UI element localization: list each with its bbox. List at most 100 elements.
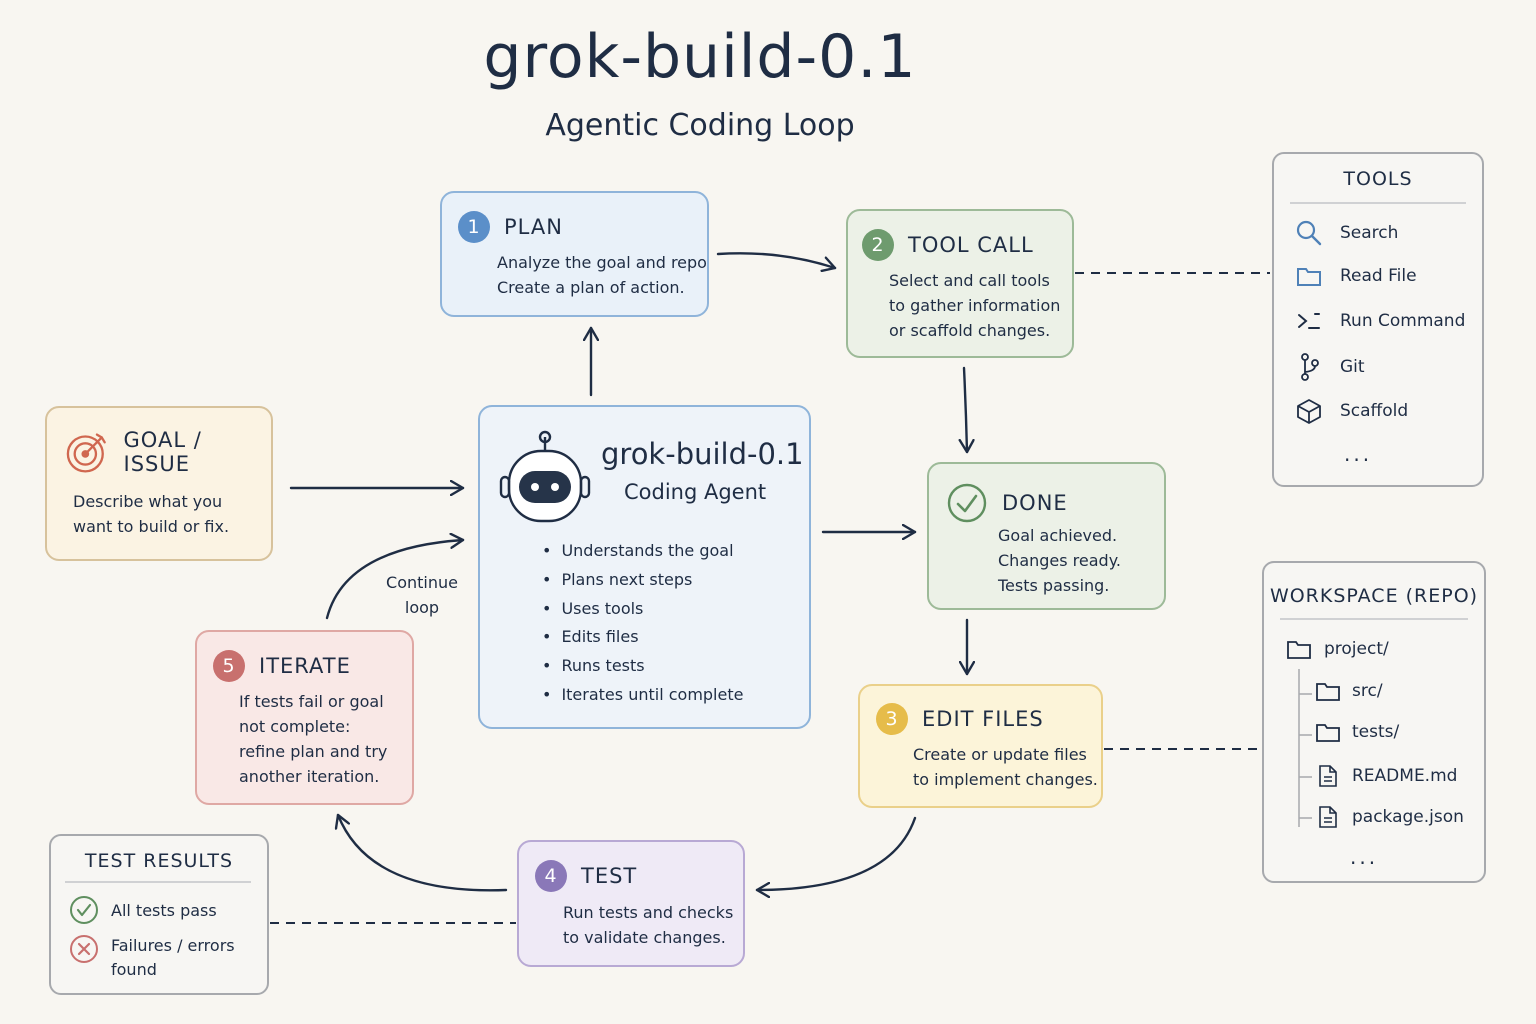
divider (65, 881, 251, 883)
divider (1290, 202, 1466, 204)
check-circle-icon (70, 896, 98, 924)
workspace-item-tests: tests/ (1316, 722, 1399, 742)
tool-item-label: Read File (1340, 266, 1417, 286)
tool-item-label: Search (1340, 223, 1399, 243)
folder-icon (1287, 641, 1311, 659)
arrow-edit-files-to-test (755, 816, 917, 890)
step-tool-call-description: Select and call tools to gather informat… (889, 271, 1061, 340)
step-test-box: 4 TEST Run tests and checks to validate … (517, 840, 745, 967)
goal-issue-box: GOAL / ISSUE Describe what you want to b… (45, 406, 273, 561)
tool-item-read-file: Read File (1296, 264, 1417, 288)
diagram-subtitle: Agentic Coding Loop (545, 108, 855, 143)
tool-item-git: Git (1296, 353, 1365, 381)
agent-title: grok-build-0.1 (601, 437, 804, 471)
workspace-root-folder: project/ (1286, 638, 1389, 660)
done-header: DONE (946, 482, 1068, 524)
test-fail-label: Failures / errors found (111, 936, 235, 979)
step-edit-files-title: EDIT FILES (922, 707, 1044, 731)
tools-panel: TOOLS Search Read File Run Command Git (1272, 152, 1484, 487)
step-plan-header: 1 PLAN (458, 211, 563, 243)
step-tool-call-title: TOOL CALL (908, 233, 1034, 257)
test-result-fail: Failures / errors found (69, 934, 235, 982)
cube-icon (1297, 399, 1321, 424)
step-edit-files-description: Create or update files to implement chan… (913, 745, 1098, 789)
step-number-badge: 5 (213, 650, 245, 682)
workspace-more-ellipsis: ... (1350, 845, 1379, 869)
step-test-title: TEST (581, 864, 638, 888)
tool-item-label: Scaffold (1340, 401, 1409, 421)
workspace-item-label: tests/ (1352, 722, 1400, 742)
list-item: Edits files (542, 623, 743, 652)
step-iterate-title: ITERATE (259, 654, 351, 678)
workspace-item-package-json: package.json (1316, 805, 1464, 829)
terminal-icon (1298, 313, 1320, 329)
step-iterate-box: 5 ITERATE If tests fail or goal not comp… (195, 630, 414, 805)
check-circle-icon (947, 483, 987, 523)
target-icon (66, 433, 106, 473)
done-box: DONE Goal achieved. Changes ready. Tests… (927, 462, 1166, 610)
tool-item-scaffold: Scaffold (1296, 398, 1408, 424)
step-plan-title: PLAN (504, 215, 563, 239)
workspace-item-label: src/ (1352, 681, 1383, 701)
done-title: DONE (1002, 491, 1068, 515)
workspace-root-label: project/ (1324, 639, 1389, 659)
list-item: Iterates until complete (542, 681, 743, 710)
workspace-item-label: package.json (1352, 807, 1464, 827)
error-circle-icon (70, 935, 98, 963)
done-description: Goal achieved. Changes ready. Tests pass… (998, 526, 1121, 595)
file-icon (1319, 765, 1337, 787)
agent-capabilities-list: Understands the goal Plans next steps Us… (542, 537, 743, 710)
divider (1280, 618, 1468, 620)
step-number-badge: 2 (862, 229, 894, 261)
tools-more-ellipsis: ... (1344, 442, 1373, 466)
goal-issue-title: GOAL / ISSUE (123, 428, 202, 476)
arrow-plan-to-tool-call (716, 252, 837, 268)
file-icon (1319, 806, 1337, 828)
step-tool-call-header: 2 TOOL CALL (862, 229, 1034, 261)
folder-icon (1316, 724, 1340, 742)
tool-item-label: Run Command (1340, 311, 1466, 331)
list-item: Plans next steps (542, 566, 743, 595)
step-edit-files-box: 3 EDIT FILES Create or update files to i… (858, 684, 1103, 808)
test-pass-label: All tests pass (111, 900, 217, 920)
agent-subtitle: Coding Agent (624, 480, 767, 504)
list-item: Understands the goal (542, 537, 743, 566)
folder-icon (1316, 683, 1340, 701)
tool-item-label: Git (1340, 357, 1365, 377)
test-results-title: TEST RESULTS (84, 850, 234, 872)
step-edit-files-header: 3 EDIT FILES (876, 703, 1044, 735)
tool-item-search: Search (1296, 220, 1398, 246)
step-test-description: Run tests and checks to validate changes… (563, 903, 734, 947)
goal-issue-header: GOAL / ISSUE (65, 428, 271, 476)
coding-agent-box: grok-build-0.1 Coding Agent Understands … (478, 405, 811, 729)
workspace-panel-title: WORKSPACE (REPO) (1269, 585, 1479, 607)
tree-lines (1298, 669, 1312, 827)
workspace-item-label: README.md (1352, 766, 1458, 786)
step-number-badge: 1 (458, 211, 490, 243)
step-iterate-header: 5 ITERATE (213, 650, 351, 682)
tool-item-run-command: Run Command (1296, 309, 1465, 333)
step-number-badge: 4 (535, 860, 567, 892)
git-branch-icon (1301, 353, 1319, 381)
arrow-test-to-iterate (338, 813, 508, 892)
step-test-header: 4 TEST (535, 860, 637, 892)
workspace-item-readme: README.md (1316, 764, 1457, 788)
step-tool-call-box: 2 TOOL CALL Select and call tools to gat… (846, 209, 1074, 358)
step-plan-box: 1 PLAN Analyze the goal and repo Create … (440, 191, 709, 317)
step-iterate-description: If tests fail or goal not complete: refi… (239, 692, 388, 786)
test-results-panel: TEST RESULTS All tests pass Failures / e… (49, 834, 269, 995)
test-result-pass: All tests pass (69, 895, 217, 925)
list-item: Uses tools (542, 595, 743, 624)
search-icon (1296, 220, 1322, 246)
diagram-title: grok-build-0.1 (483, 22, 917, 92)
robot-icon (499, 430, 591, 523)
step-plan-description: Analyze the goal and repo Create a plan … (497, 253, 707, 297)
arrow-tool-call-to-done (964, 366, 967, 454)
list-item: Runs tests (542, 652, 743, 681)
step-number-badge: 3 (876, 703, 908, 735)
folder-icon (1297, 268, 1321, 286)
continue-loop-label: Continue loop (386, 573, 458, 617)
workspace-item-src: src/ (1316, 681, 1383, 701)
goal-issue-description: Describe what you want to build or fix. (73, 492, 230, 536)
tools-panel-title: TOOLS (1343, 168, 1413, 190)
